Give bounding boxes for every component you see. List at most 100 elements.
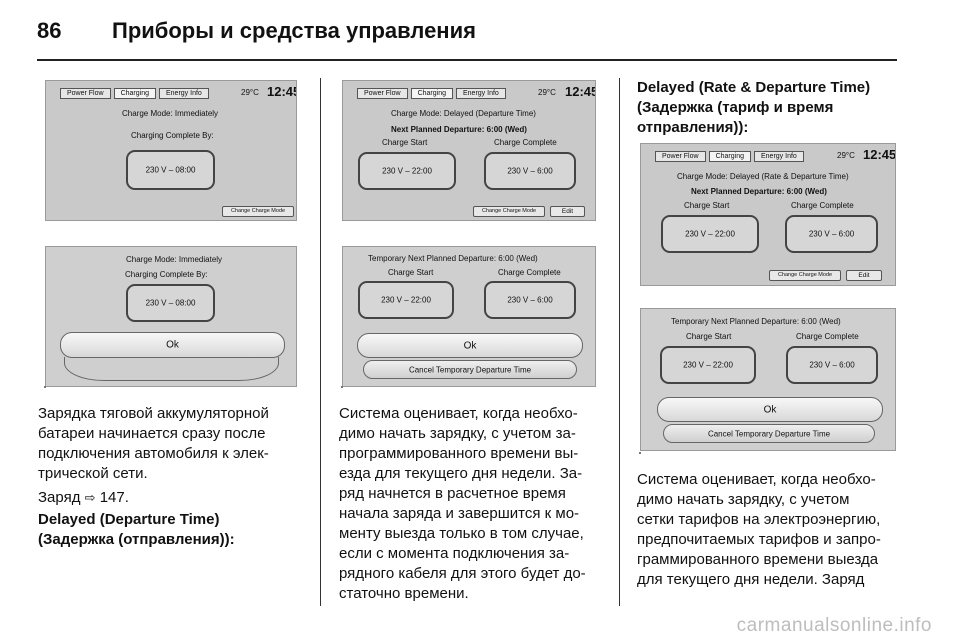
text-line: подключения автомобиля к элек-	[38, 445, 269, 462]
charge-complete-box: 230 V – 6:00	[786, 346, 878, 384]
text-line: начала заряда и завершится к мо-	[339, 505, 580, 522]
charge-complete-value: 230 V – 6:00	[507, 295, 553, 305]
text-line: Система оценивает, когда необхо-	[339, 405, 578, 422]
charge-complete-box[interactable]: 230 V – 6:00	[484, 152, 576, 190]
section-heading: (Задержка (отправления)):	[38, 531, 235, 548]
screen-tabs: Power Flow Charging Energy Info	[655, 151, 804, 162]
col3-heading: Delayed (Rate & Departure Time) (Задержк…	[637, 78, 870, 138]
charge-complete-value: 230 V – 6:00	[507, 166, 553, 176]
col2-text: Система оценивает, когда необхо- димо на…	[339, 404, 586, 604]
text-line: сетки тарифов на электроэнергию,	[637, 511, 881, 528]
screen-delayed-departure: Power Flow Charging Energy Info 29°C 12:…	[342, 80, 596, 221]
tab-power-flow[interactable]: Power Flow	[60, 88, 111, 99]
text-line: для текущего дня недели. Заряд	[637, 571, 865, 588]
change-charge-mode-button[interactable]: Change Charge Mode	[769, 270, 841, 281]
tab-charging[interactable]: Charging	[113, 88, 156, 99]
tab-energy-info[interactable]: Energy Info	[456, 88, 506, 99]
tab-power-flow[interactable]: Power Flow	[655, 151, 706, 162]
tab-power-flow[interactable]: Power Flow	[357, 88, 408, 99]
screen-immediate-charging: Power Flow Charging Energy Info 29°C 12:…	[45, 80, 297, 221]
complete-time-value: 230 V – 08:00	[145, 298, 196, 308]
cancel-temporary-departure-button[interactable]: Cancel Temporary Departure Time	[663, 424, 875, 443]
ok-label: Ok	[166, 339, 179, 351]
text-line: димо начать зарядку, с учетом за-	[339, 425, 576, 442]
screen-immediate-popup: Charge Mode: Immediately Charging Comple…	[45, 246, 297, 387]
screen-tabs: Power Flow Charging Energy Info	[357, 88, 506, 99]
charge-start-value: 230 V – 22:00	[382, 166, 432, 176]
charge-complete-label: Charge Complete	[796, 332, 859, 341]
charge-start-value: 230 V – 22:00	[683, 360, 733, 370]
cancel-temporary-departure-button[interactable]: Cancel Temporary Departure Time	[363, 360, 577, 379]
text-line: менту выезда только в том случае,	[339, 525, 584, 542]
popup-frame	[64, 357, 279, 381]
cancel-label: Cancel Temporary Departure Time	[408, 365, 532, 374]
temporary-departure-label: Temporary Next Planned Departure: 6:00 (…	[671, 317, 841, 326]
column-divider	[320, 78, 321, 606]
clock: 12:45	[863, 147, 896, 162]
tab-charging[interactable]: Charging	[708, 151, 751, 162]
clock: 12:45	[267, 84, 297, 99]
text-line: димо начать зарядку, с учетом	[637, 491, 850, 508]
figure-mark	[341, 386, 343, 388]
charge-start-box[interactable]: 230 V – 22:00	[358, 152, 456, 190]
change-charge-mode-button[interactable]: Change Charge Mode	[222, 206, 294, 217]
complete-time-value: 230 V – 08:00	[145, 165, 196, 175]
section-heading: отправления)):	[637, 119, 749, 136]
charge-complete-box[interactable]: 230 V – 6:00	[785, 215, 878, 253]
section-heading: Delayed (Rate & Departure Time)	[637, 79, 871, 96]
edit-button[interactable]: Edit	[550, 206, 585, 217]
text-line: езда для текущего дня недели. За-	[339, 465, 583, 482]
tab-energy-info[interactable]: Energy Info	[159, 88, 209, 99]
change-charge-mode-button[interactable]: Change Charge Mode	[473, 206, 545, 217]
charge-complete-box: 230 V – 6:00	[484, 281, 576, 319]
edit-button[interactable]: Edit	[846, 270, 882, 281]
charge-start-label: Charge Start	[382, 138, 428, 147]
charging-complete-label: Charging Complete By:	[131, 131, 214, 140]
text-line: предпочитаемых тарифов и запро-	[637, 531, 881, 548]
charge-start-box: 230 V – 22:00	[660, 346, 756, 384]
text-line: ряд начнется в расчетное время	[339, 485, 566, 502]
tab-energy-info[interactable]: Energy Info	[754, 151, 804, 162]
arrow-right-icon: ⇨	[84, 490, 96, 505]
ok-button[interactable]: Ok	[657, 397, 883, 422]
figure-mark	[44, 386, 46, 388]
text-line: Система оценивает, когда необхо-	[637, 471, 876, 488]
charge-complete-value: 230 V – 6:00	[809, 360, 855, 370]
charge-start-label: Charge Start	[686, 332, 732, 341]
charge-mode-label: Charge Mode: Immediately	[126, 255, 223, 264]
ok-button[interactable]: Ok	[60, 332, 285, 358]
cancel-label: Cancel Temporary Departure Time	[707, 429, 831, 438]
column-divider	[619, 78, 620, 606]
charge-start-value: 230 V – 22:00	[685, 229, 735, 239]
charge-start-value: 230 V – 22:00	[381, 295, 431, 305]
text-line: статочно времени.	[339, 585, 469, 602]
cross-reference[interactable]: Заряд ⇨ 147.	[38, 488, 269, 508]
charge-start-label: Charge Start	[388, 268, 434, 277]
complete-time-box[interactable]: 230 V – 08:00	[126, 150, 215, 190]
complete-time-box: 230 V – 08:00	[126, 284, 215, 322]
charge-mode-label: Charge Mode: Immediately	[122, 109, 219, 118]
charge-mode-label: Charge Mode: Delayed (Rate & Departure T…	[677, 172, 849, 181]
text-line: рядного кабеля для этого будет до-	[339, 565, 586, 582]
screen-temporary-departure: Temporary Next Planned Departure: 6:00 (…	[640, 308, 896, 451]
screen-temporary-departure: Temporary Next Planned Departure: 6:00 (…	[342, 246, 596, 387]
col3-text: Система оценивает, когда необхо- димо на…	[637, 470, 881, 590]
text-line: если с момента подключения за-	[339, 545, 570, 562]
text-line: батареи начинается сразу после	[38, 425, 266, 442]
tab-charging[interactable]: Charging	[410, 88, 453, 99]
text-line: трической сети.	[38, 465, 148, 482]
screen-tabs: Power Flow Charging Energy Info	[60, 88, 209, 99]
temporary-departure-label: Temporary Next Planned Departure: 6:00 (…	[368, 254, 538, 263]
text-line: Зарядка тяговой аккумуляторной	[38, 405, 269, 422]
page-title: Приборы и средства управления	[112, 18, 476, 43]
page-header: 86 Приборы и средства управления	[37, 14, 897, 58]
page-number: 86	[37, 18, 62, 43]
section-heading: Delayed (Departure Time)	[38, 511, 220, 528]
screen-delayed-rate-departure: Power Flow Charging Energy Info 29°C 12:…	[640, 143, 896, 286]
ok-button[interactable]: Ok	[357, 333, 583, 358]
charge-complete-label: Charge Complete	[498, 268, 561, 277]
watermark: carmanualsonline.info	[736, 615, 932, 636]
charge-start-box[interactable]: 230 V – 22:00	[661, 215, 759, 253]
charge-mode-label: Charge Mode: Delayed (Departure Time)	[391, 109, 536, 118]
ref-text: Заряд	[38, 489, 81, 506]
